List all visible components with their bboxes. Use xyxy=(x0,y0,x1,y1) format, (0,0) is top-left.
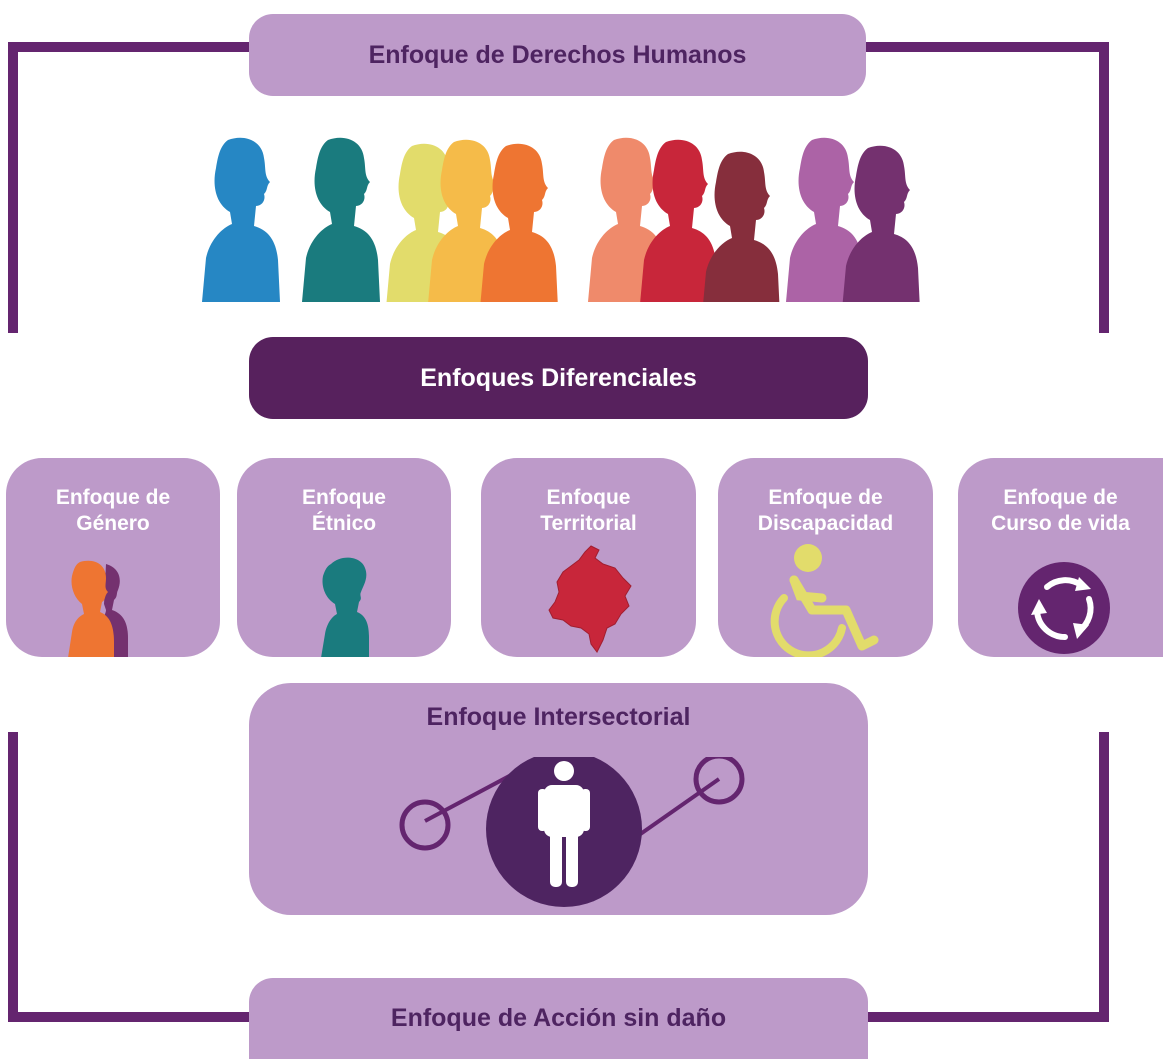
box-gender: Enfoque de Género xyxy=(6,458,220,657)
differential-approaches-title: Enfoques Diferenciales xyxy=(249,337,868,419)
box-ethnic: Enfoque Étnico xyxy=(237,458,451,657)
ethnic-silhouette-icon xyxy=(321,557,369,657)
box-territorial: Enfoque Territorial xyxy=(481,458,696,657)
box-label-life-course: Enfoque de Curso de vida xyxy=(991,486,1130,535)
person-teal-icon xyxy=(302,137,380,302)
person-orange-icon xyxy=(480,143,558,302)
box-label-territorial: Enfoque Territorial xyxy=(540,486,637,535)
person-plum-icon xyxy=(842,145,920,302)
life-cycle-icon xyxy=(1018,562,1110,654)
box-label-gender: Enfoque de Género xyxy=(55,486,171,535)
box-label-ethnic: Enfoque Étnico xyxy=(302,486,386,535)
intersectorial-box: Enfoque Intersectorial xyxy=(249,683,868,915)
box-life-course: Enfoque de Curso de vida xyxy=(958,458,1163,657)
people-silhouettes xyxy=(202,137,920,302)
do-no-harm-title: Enfoque de Acción sin daño xyxy=(249,978,868,1059)
person-maroon-icon xyxy=(702,151,780,302)
human-rights-title: Enfoque de Derechos Humanos xyxy=(249,14,866,96)
colombia-map-icon xyxy=(548,545,632,653)
box-disability: Enfoque de Discapacidad xyxy=(718,458,933,657)
person-network-icon xyxy=(399,757,745,907)
wheelchair-icon xyxy=(770,544,879,657)
gender-silhouettes-icon xyxy=(68,560,128,657)
person-blue-icon xyxy=(202,137,280,302)
box-label-disability: Enfoque de Discapacidad xyxy=(757,486,894,535)
intersectorial-title: Enfoque Intersectorial xyxy=(426,703,691,731)
